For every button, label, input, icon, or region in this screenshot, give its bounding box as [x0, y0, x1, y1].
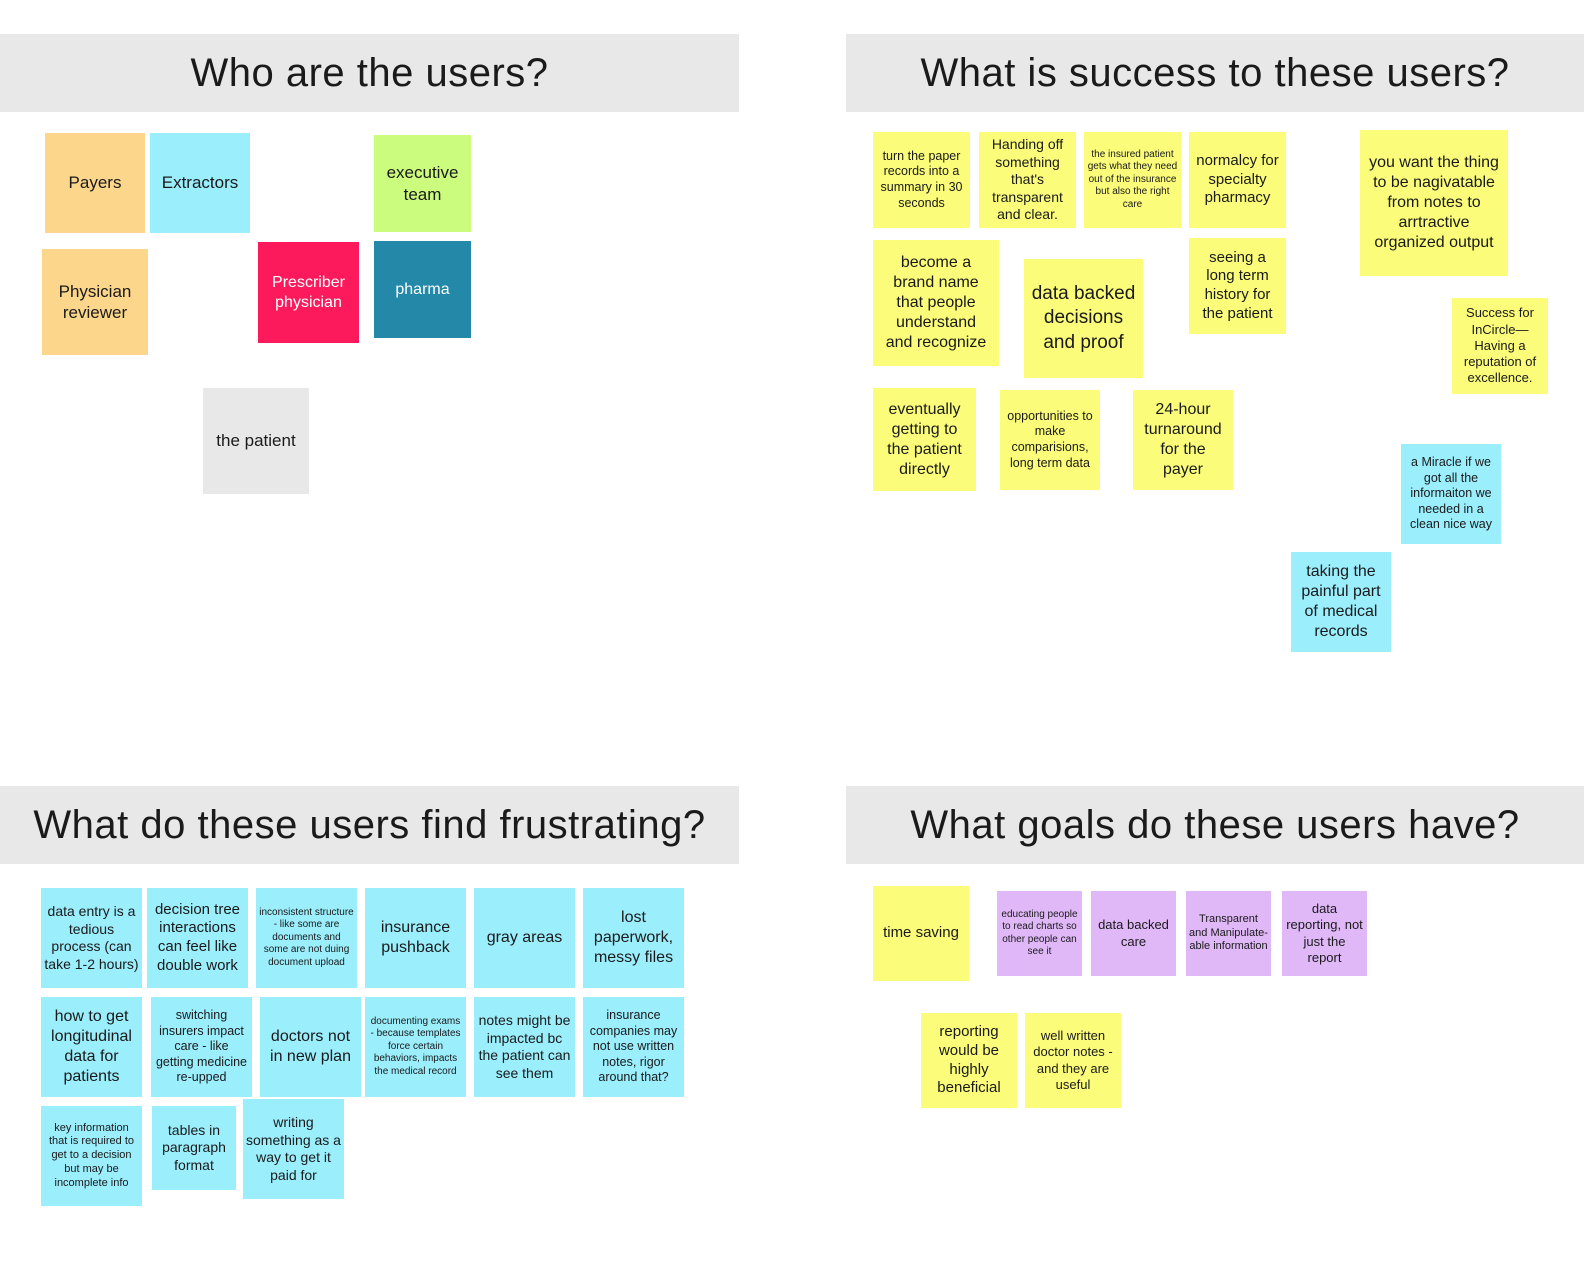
sticky-note-inconsistent[interactable]: inconsistent structure - like some are d… [256, 888, 357, 988]
sticky-note-handing-off[interactable]: Handing off something that's transparent… [979, 132, 1076, 228]
sticky-note-eventually-patient[interactable]: eventually getting to the patient direct… [873, 388, 976, 491]
sticky-note-educating[interactable]: educating people to read charts so other… [997, 891, 1082, 976]
success-section-title: What is success to these users? [846, 34, 1584, 112]
sticky-note-executive-team[interactable]: executive team [374, 135, 471, 232]
sticky-note-transparent[interactable]: Transparent and Manipulate-able informat… [1186, 891, 1271, 976]
sticky-note-painful-part[interactable]: taking the painful part of medical recor… [1291, 552, 1391, 652]
sticky-note-navigatable[interactable]: you want the thing to be nagivatable fro… [1360, 130, 1508, 276]
goals-section-title: What goals do these users have? [846, 786, 1584, 864]
sticky-note-decision-tree[interactable]: decision tree interactions can feel like… [147, 888, 248, 988]
sticky-note-data-entry[interactable]: data entry is a tedious process (can tak… [41, 888, 142, 988]
sticky-note-miracle[interactable]: a Miracle if we got all the informaiton … [1401, 444, 1501, 544]
sticky-note-incircle[interactable]: Success for InCircle— Having a reputatio… [1452, 298, 1548, 394]
sticky-note-data-reporting[interactable]: data reporting, not just the report [1282, 891, 1367, 976]
sticky-note-turnaround[interactable]: 24-hour turnaround for the payer [1133, 390, 1233, 490]
sticky-note-time-saving[interactable]: time saving [873, 886, 969, 981]
sticky-note-prescriber-physician[interactable]: Prescriber physician [258, 242, 359, 343]
sticky-note-switching-insurers[interactable]: switching insurers impact care - like ge… [151, 997, 252, 1097]
sticky-note-data-backed-decisions[interactable]: data backed decisions and proof [1024, 259, 1143, 378]
sticky-note-comparisons[interactable]: opportunities to make comparisions, long… [1000, 390, 1100, 490]
sticky-note-longitudinal[interactable]: how to get longitudinal data for patient… [41, 997, 142, 1097]
sticky-note-insured-patient[interactable]: the insured patient gets what they need … [1084, 132, 1181, 228]
sticky-note-reporting-beneficial[interactable]: reporting would be highly beneficial [921, 1013, 1017, 1108]
sticky-note-notes-impacted[interactable]: notes might be impacted bc the patient c… [474, 997, 575, 1097]
sticky-note-payers[interactable]: Payers [45, 133, 145, 233]
sticky-note-doctors-not[interactable]: doctors not in new plan [260, 997, 361, 1097]
sticky-note-key-information[interactable]: key information that is required to get … [41, 1106, 142, 1206]
sticky-note-well-written[interactable]: well written doctor notes - and they are… [1025, 1013, 1121, 1108]
sticky-note-lost-paperwork[interactable]: lost paperwork, messy files [583, 888, 684, 988]
frustrating-section-title: What do these users find frustrating? [0, 786, 739, 864]
sticky-note-writing-something[interactable]: writing something as a way to get it pai… [243, 1099, 344, 1199]
sticky-note-gray-areas[interactable]: gray areas [474, 888, 575, 988]
sticky-note-brand-name[interactable]: become a brand name that people understa… [873, 240, 999, 366]
sticky-note-normalcy[interactable]: normalcy for specialty pharmacy [1189, 132, 1286, 228]
sticky-note-insurance-companies[interactable]: insurance companies may not use written … [583, 997, 684, 1097]
sticky-note-pharma[interactable]: pharma [374, 241, 471, 338]
sticky-note-data-backed-care[interactable]: data backed care [1091, 891, 1176, 976]
users-section-title: Who are the users? [0, 34, 739, 112]
sticky-note-documenting-exams[interactable]: documenting exams - because templates fo… [365, 997, 466, 1097]
sticky-note-insurance-pushback[interactable]: insurance pushback [365, 888, 466, 988]
sticky-note-paper-records[interactable]: turn the paper records into a summary in… [873, 132, 970, 228]
sticky-note-physician-reviewer[interactable]: Physician reviewer [42, 249, 148, 355]
sticky-note-the-patient[interactable]: the patient [203, 388, 309, 494]
sticky-note-extractors[interactable]: Extractors [150, 133, 250, 233]
sticky-note-tables[interactable]: tables in paragraph format [152, 1106, 236, 1190]
sticky-note-long-term-history[interactable]: seeing a long term history for the patie… [1189, 238, 1286, 334]
